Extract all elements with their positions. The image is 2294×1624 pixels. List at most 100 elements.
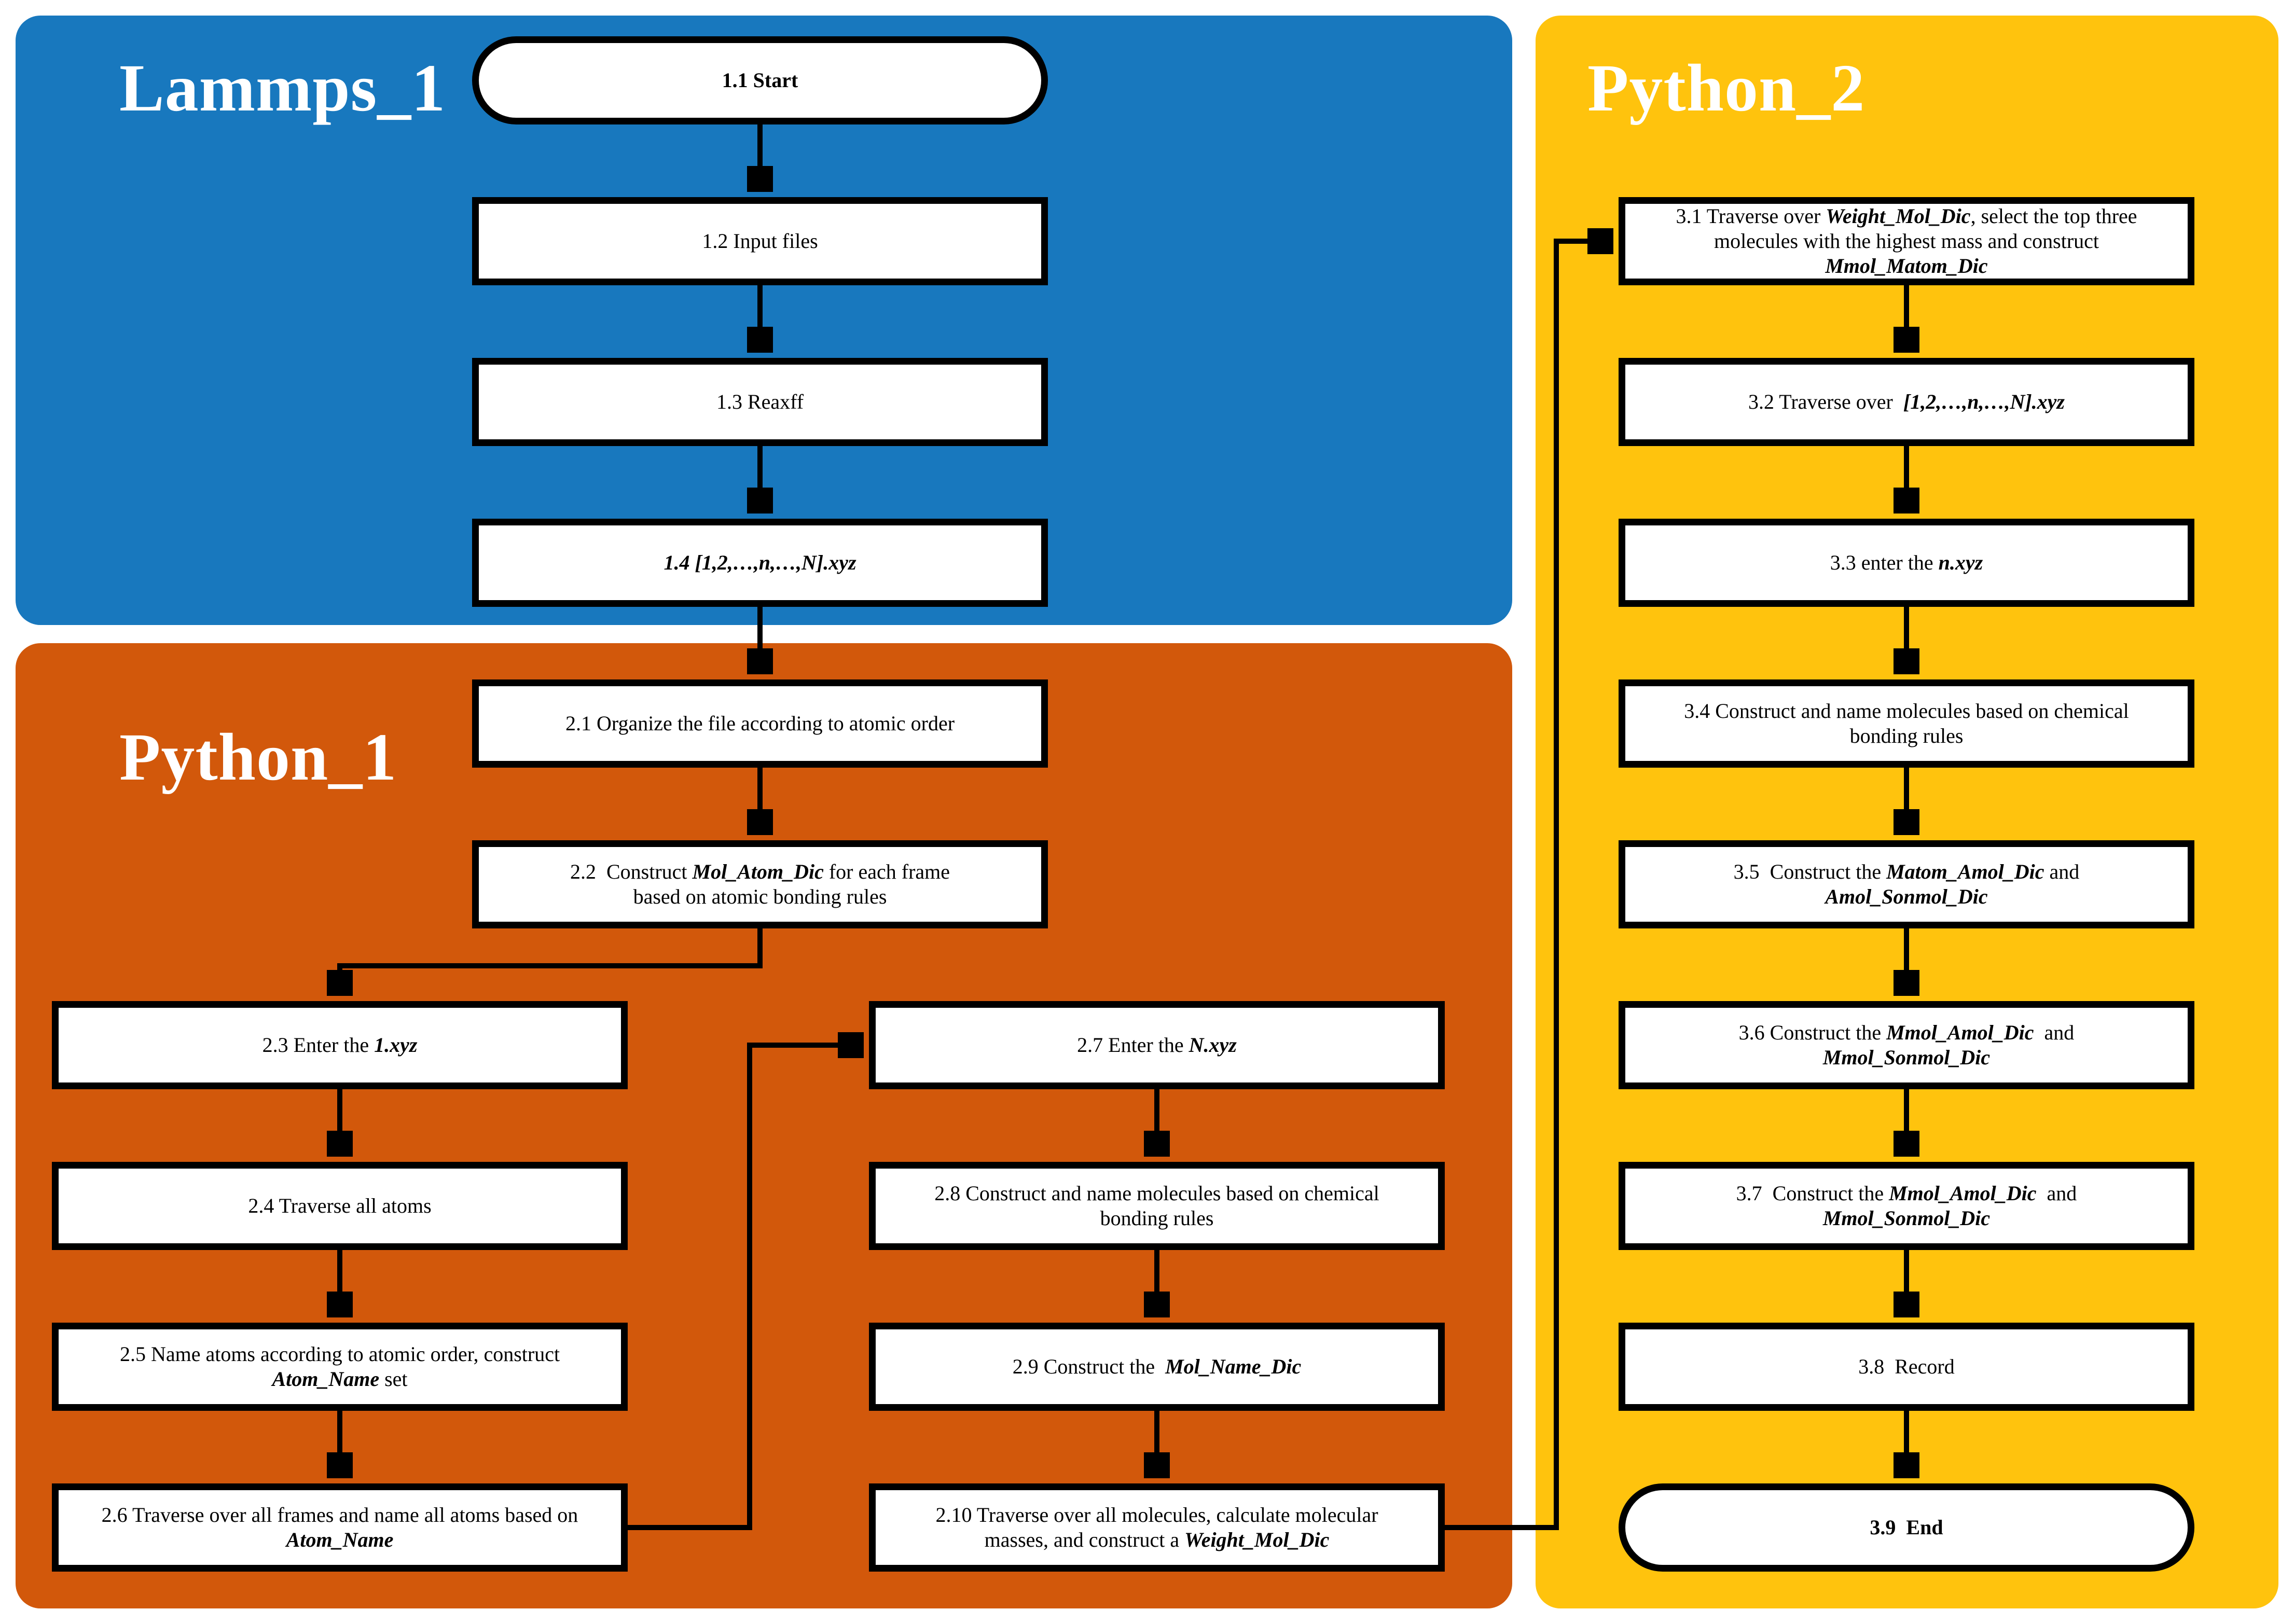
node-label: 1.3 Reaxff [716,390,804,414]
node-label-segment: 3.4 Construct and name molecules based o… [1684,699,2129,723]
node-label-segment: for each frame [823,860,950,883]
node-label-segment: 2.4 Traverse all atoms [248,1194,432,1217]
node-2-8-construct-name-molecules: 2.8 Construct and name molecules based o… [869,1162,1445,1250]
node-label-segment: 2.9 Construct the [1012,1355,1166,1378]
node-label-segment: 2.6 Traverse over all frames and name al… [101,1503,578,1526]
node-1-4-xyz-files: 1.4 [1,2,…,n,…,N].xyz [472,519,1048,607]
node-label-segment: n.xyz [1938,551,1983,574]
node-3-2-traverse-xyz: 3.2 Traverse over [1,2,…,n,…,N].xyz [1619,358,2194,446]
node-label-segment: Weight_Mol_Dic [1184,1528,1330,1551]
node-label-segment: 3.6 Construct the [1738,1021,1887,1044]
node-label-segment: 1.1 Start [722,68,798,92]
node-label-segment: and [2034,1021,2075,1044]
node-label-segment: 3.1 Traverse over [1676,204,1826,228]
node-3-3-enter-n-xyz: 3.3 enter the n.xyz [1619,519,2194,607]
node-label-segment: bonding rules [1849,724,1964,747]
node-3-1-traverse-weight-mol-dic: 3.1 Traverse over Weight_Mol_Dic, select… [1619,197,2194,285]
node-label-segment: 2.7 Enter the [1077,1033,1189,1057]
region-title-python-2: Python_2 [1587,51,1865,126]
node-label-segment: Mol_Name_Dic [1165,1355,1302,1378]
node-label: 2.5 Name atoms according to atomic order… [120,1342,560,1392]
connector-2-10-to-3-1 [1445,241,1613,1530]
node-label-segment: 1.xyz [374,1033,418,1057]
node-label-segment: Amol_Sonmol_Dic [1825,885,1988,908]
node-1-3-reaxff: 1.3 Reaxff [472,358,1048,446]
node-label-segment: 3.8 Record [1858,1355,1955,1378]
node-label-segment: 2.1 Organize the file according to atomi… [565,712,955,735]
node-label: 2.6 Traverse over all frames and name al… [102,1503,578,1552]
node-label: 2.4 Traverse all atoms [248,1193,431,1218]
node-label-segment: 1.3 Reaxff [716,390,804,413]
node-label-segment: 3.7 Construct the [1736,1182,1889,1205]
node-label: 2.7 Enter the N.xyz [1077,1033,1237,1058]
node-label: 3.3 enter the n.xyz [1830,550,1983,575]
node-label-segment: Weight_Mol_Dic [1826,204,1971,228]
node-label: 1.4 [1,2,…,n,…,N].xyz [664,550,856,575]
connector-2-2-to-2-3 [340,928,763,996]
node-label-segment: 3.2 Traverse over [1748,390,1903,413]
node-label-segment: Mmol_Matom_Dic [1825,254,1988,277]
node-label-segment: based on atomic bonding rules [633,885,887,908]
node-label-segment: 3.3 enter the [1830,551,1939,574]
region-python-1 [16,643,1512,1608]
node-2-10-weight-mol-dic: 2.10 Traverse over all molecules, calcul… [869,1483,1445,1572]
node-label-segment: and [2044,860,2080,883]
node-label-segment: 1.4 [1,2,…,n,…,N].xyz [664,551,856,574]
node-label-segment: Mmol_Sonmol_Dic [1822,1206,1991,1230]
node-label: 3.2 Traverse over [1,2,…,n,…,N].xyz [1748,390,2065,414]
node-label-segment: masses, and construct a [984,1528,1185,1551]
node-label-segment: molecules with the highest mass and cons… [1713,229,2099,253]
node-label: 2.3 Enter the 1.xyz [262,1033,418,1058]
node-label-segment: Matom_Amol_Dic [1886,860,2044,883]
node-1-2-input-files: 1.2 Input files [472,197,1048,285]
node-label-segment: Atom_Name [272,1367,380,1391]
node-label-segment: 2.8 Construct and name molecules based o… [934,1182,1379,1205]
node-label-segment: 2.3 Enter the [262,1033,375,1057]
node-label-segment: and [2036,1182,2077,1205]
node-label-segment: set [379,1367,408,1391]
node-2-4-traverse-all-atoms: 2.4 Traverse all atoms [52,1162,628,1250]
node-label: 2.10 Traverse over all molecules, calcul… [935,1503,1378,1552]
node-label-segment: 3.9 End [1870,1516,1943,1539]
node-label: 3.9 End [1870,1515,1943,1540]
node-label-segment: bonding rules [1100,1206,1214,1230]
node-label-segment: 3.5 Construct the [1733,860,1887,883]
node-label: 1.2 Input files [702,229,818,254]
node-label: 2.8 Construct and name molecules based o… [934,1181,1379,1231]
node-label-segment: 2.5 Name atoms according to atomic order… [119,1342,560,1366]
node-3-9-end: 3.9 End [1619,1483,2194,1572]
node-2-9-construct-mol-name-dic: 2.9 Construct the Mol_Name_Dic [869,1323,1445,1411]
node-label-segment: , select the top three [1970,204,2137,228]
node-3-8-record: 3.8 Record [1619,1323,2194,1411]
node-label-segment: 1.2 Input files [702,229,818,253]
node-label-segment: Mmol_Sonmol_Dic [1822,1046,1991,1069]
node-label: 3.8 Record [1858,1354,1955,1379]
node-label: 1.1 Start [722,68,798,93]
region-title-lammps-1: Lammps_1 [119,51,446,126]
node-label-segment: Mmol_Amol_Dic [1889,1182,2037,1205]
connector-2-6-to-2-7 [628,1045,864,1530]
node-label-segment: Atom_Name [286,1528,394,1551]
node-label-segment: 2.2 Construct [570,860,693,883]
node-label: 3.4 Construct and name molecules based o… [1684,699,2129,748]
node-label-segment: 2.10 Traverse over all molecules, calcul… [935,1503,1378,1526]
node-3-4-construct-name-molecules: 3.4 Construct and name molecules based o… [1619,679,2194,768]
node-label: 2.2 Construct Mol_Atom_Dic for each fram… [570,859,950,909]
node-label-segment: Mmol_Amol_Dic [1886,1021,2034,1044]
node-label-segment: [1,2,…,n,…,N].xyz [1903,390,2065,413]
node-2-2-construct-mol-atom-dic: 2.2 Construct Mol_Atom_Dic for each fram… [472,840,1048,928]
node-2-7-enter-n-xyz: 2.7 Enter the N.xyz [869,1001,1445,1089]
node-label: 2.1 Organize the file according to atomi… [565,711,955,736]
node-2-6-traverse-frames: 2.6 Traverse over all frames and name al… [52,1483,628,1572]
node-label-segment: Mol_Atom_Dic [692,860,824,883]
node-label: 3.1 Traverse over Weight_Mol_Dic, select… [1676,204,2137,279]
node-2-5-name-atoms: 2.5 Name atoms according to atomic order… [52,1323,628,1411]
